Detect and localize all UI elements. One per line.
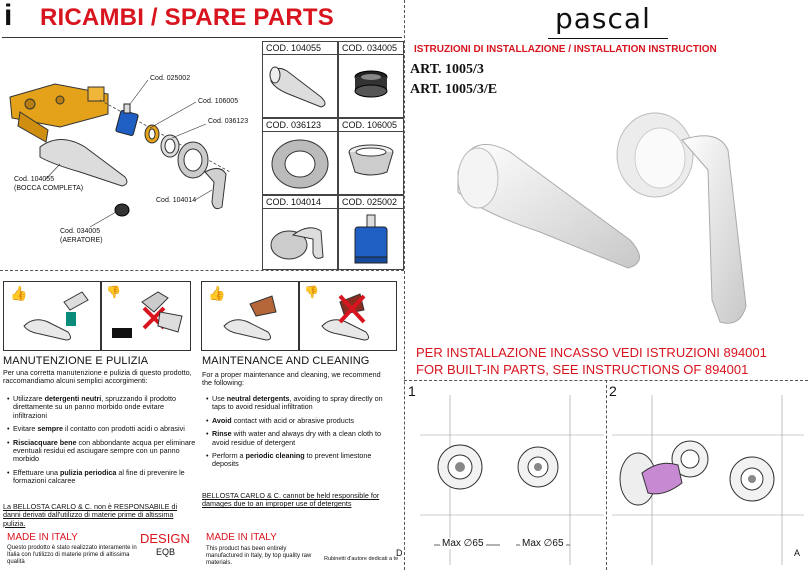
spare-parts-title: RICAMBI / SPARE PARTS [40,4,334,31]
valve-left [437,444,483,490]
pictogram-en-good: 👍 [201,281,299,351]
part-code: COD. 025002 [339,196,403,209]
maintenance-en-disclaimer: BELLOSTA CARLO & C. cannot be held respo… [202,491,380,509]
step-1-drawing [420,395,604,565]
design-word: DESIGN [140,531,190,546]
lever-icon [270,227,324,260]
pictogram-it-good: 👍 [3,281,101,351]
maintenance-en-list: Use neutral detergents, avoiding to spra… [206,394,396,474]
thumbs-down-icon: 👎 [106,285,121,299]
made-in-italy-en-text: This product has been entirely manufactu… [206,546,312,566]
label-cod-025002: Cod. 025002 [150,75,191,82]
blue-cartridge [115,103,139,137]
pictogram-it-bad: 👎 [101,281,191,351]
hand-icon [641,462,683,495]
label-bocca-completa: (BOCCA COMPLETA) [14,185,84,192]
thumbs-down-icon: 👎 [304,285,319,299]
part-code: COD. 106005 [339,119,403,132]
maintenance-en-title: MAINTENANCE AND CLEANING [202,355,370,367]
design-code: EQB [156,547,176,557]
label-cod-034005: Cod. 034005 [60,228,101,235]
made-in-italy-en: MADE IN ITALY [206,532,277,543]
product-render [457,112,747,324]
list-item: Evitare sempre il contatto con prodotti … [7,425,197,435]
step-2-drawing [612,395,804,565]
part-cell-106005: COD. 106005 [338,118,404,195]
valve-right [517,446,559,488]
made-in-italy-it-text: Questo prodotto è stato realizzato inter… [7,545,137,565]
exploded-view-drawing [9,79,231,228]
list-item: Perform a periodic cleaning to prevent l… [206,451,396,469]
list-item: Avoid contact with acid or abrasive prod… [206,416,396,426]
header-underline [2,37,402,38]
part-cell-034005: COD. 034005 [338,41,404,118]
part-code: COD. 104014 [263,196,337,209]
corner-mark-d: D [396,548,403,558]
gold-valve-body [9,83,109,143]
made-in-italy-it: MADE IN ITALY [7,532,78,543]
instruction-title: ISTRUZIONI DI INSTALLAZIONE / INSTALLATI… [414,44,717,55]
rosette-being-fitted [619,440,709,506]
aerator-icon [354,70,388,98]
spout-icon [269,66,326,108]
cartridge-icon [354,214,388,264]
label-cod-106005: Cod. 106005 [198,98,239,105]
part-code: COD. 036123 [263,119,337,132]
notice-line-1: PER INSTALLAZIONE INCASSO VEDI ISTRUZION… [416,345,767,360]
pictogram-en-bad: 👎 [299,281,397,351]
brand-underline [548,38,668,39]
thumbs-up-icon: 👍 [208,285,225,302]
maintenance-it-list: Utilizzare detergenti neutri, spruzzando… [7,394,197,491]
step-1-dimension-left: Max ∅65 [440,538,486,549]
article-code-1: ART. 1005/3 [410,62,484,77]
maintenance-it-disclaimer: La BELLOSTA CARLO & C. non è RESPONSABIL… [3,502,178,528]
notice-line-2: FOR BUILT-IN PARTS, SEE INSTRUCTIONS OF … [416,362,749,377]
list-item: Rinse with water and always dry with a c… [206,429,396,447]
maintenance-it-title: MANUTENZIONE E PULIZIA [3,355,149,367]
part-cell-104055: COD. 104055 [262,41,338,118]
maintenance-it-intro: Per una corretta manutenzione e pulizia … [3,368,192,386]
center-divider [404,0,405,570]
label-aeratore: (AERATORE) [60,237,103,244]
brand-logo: pascal [555,2,651,35]
step-1-number: 1 [408,383,416,399]
list-item: Risciacquare bene con abbondante acqua p… [7,438,197,464]
label-cod-104055: Cod. 104055 [14,176,55,183]
left-horizontal-divider [0,270,404,271]
part-code: COD. 104055 [263,42,337,55]
steps-middle-divider [606,380,607,570]
part-cell-025002: COD. 025002 [338,195,404,270]
label-cod-104014: Cod. 104014 [156,197,197,204]
thumbs-up-icon: 👍 [10,285,27,302]
list-item: Effettuare una pulizia periodica al fine… [7,468,197,486]
cap-ring-icon [348,144,394,176]
step-1-dimension-right: Max ∅65 [520,538,566,549]
list-item: Utilizzare detergenti neutri, spruzzando… [7,394,197,420]
info-icon: i [4,0,13,32]
article-code-2: ART. 1005/3/E [410,82,498,97]
label-cod-036123: Cod. 036123 [208,118,249,125]
step-2-number: 2 [609,383,617,399]
rosette-installed [729,456,775,502]
list-item: Use neutral detergents, avoiding to spra… [206,394,396,412]
maintenance-en-intro: For a proper maintenance and cleaning, w… [202,370,381,388]
copyright-text: Rubinetti d'autore dedicati a te [324,556,399,562]
part-cell-104014: COD. 104014 [262,195,338,270]
rosette-icon [271,139,329,189]
part-code: COD. 034005 [339,42,403,55]
part-cell-036123: COD. 036123 [262,118,338,195]
corner-mark-a: A [794,548,801,558]
